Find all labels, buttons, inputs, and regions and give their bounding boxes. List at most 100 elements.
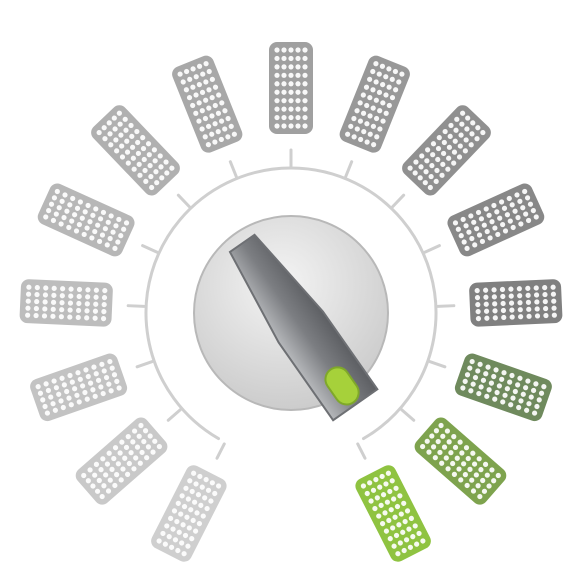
tick-mark	[228, 160, 238, 179]
segment-dot	[87, 380, 94, 386]
segment-dot	[60, 286, 66, 292]
segment-dot	[435, 156, 441, 163]
segment-dot	[206, 68, 212, 75]
segment-dot	[69, 218, 75, 224]
segment-dot	[468, 388, 474, 394]
segment-dot	[492, 308, 498, 314]
segment-dot	[491, 373, 497, 380]
segment-dot	[53, 211, 59, 217]
segment-dot	[394, 503, 401, 510]
segment-dot	[484, 228, 490, 235]
segment-dot	[109, 365, 115, 371]
segment-dot	[118, 132, 124, 138]
segment-dot	[475, 309, 481, 315]
segment-dot	[225, 134, 231, 140]
segment-dot	[494, 209, 500, 215]
segment-body	[339, 55, 410, 153]
segment-dot	[469, 131, 475, 137]
segment-dot	[203, 61, 209, 67]
segment-dot	[50, 299, 57, 305]
segment-dot	[67, 372, 73, 379]
segment-dot	[202, 115, 209, 122]
segment-dot	[112, 482, 118, 489]
segment-dot	[444, 428, 450, 434]
segment-dot	[215, 110, 222, 116]
segment-dot	[77, 376, 83, 382]
segment-dot	[484, 315, 490, 321]
segment-dot	[523, 385, 529, 391]
segment-dot	[170, 526, 176, 532]
segment-dot	[525, 217, 532, 224]
segment-dot	[452, 444, 459, 451]
segment-dot	[496, 383, 502, 389]
dial-ring	[144, 166, 438, 441]
segment-dot	[51, 292, 57, 298]
segment-dot	[157, 153, 163, 159]
segment-dot	[520, 391, 526, 397]
segment-dot	[504, 212, 510, 218]
segment-dot	[106, 381, 112, 387]
tick-mark	[126, 304, 146, 308]
segment-dot	[348, 123, 354, 129]
segment-dot	[124, 471, 131, 477]
segment-dot	[100, 209, 107, 216]
segment-dot	[474, 226, 480, 232]
segment-body	[91, 105, 180, 196]
segment-dot	[446, 155, 452, 161]
segment-dot	[465, 455, 471, 462]
segment-dot	[34, 298, 40, 305]
segment-dot	[281, 98, 287, 104]
segment-dot	[72, 386, 78, 392]
segment-dot	[386, 66, 392, 72]
segment-dot	[192, 499, 198, 505]
segment-dot	[281, 123, 287, 129]
segment-dot	[533, 285, 539, 291]
segment-dot	[196, 520, 203, 527]
segment-dot	[434, 167, 440, 174]
segment-dot	[467, 365, 473, 371]
segment-dot	[190, 66, 196, 72]
segment-dot	[397, 540, 403, 546]
segment-dot	[105, 488, 112, 494]
segment-body	[151, 465, 227, 562]
segment-dot	[380, 492, 387, 498]
segment-dot	[61, 382, 67, 388]
segment-dot	[52, 407, 58, 413]
segment-dot	[64, 388, 70, 395]
segment-dot	[414, 541, 420, 547]
segment-dot	[187, 76, 193, 82]
segment-dot	[288, 89, 294, 95]
segment-dot	[179, 540, 185, 546]
segment-dot	[423, 169, 429, 175]
segment-dot	[116, 216, 122, 223]
knob-pointer-icon[interactable]	[220, 228, 379, 422]
segment-dot	[500, 307, 507, 314]
segment-dot	[302, 55, 308, 62]
segment-dot	[525, 299, 532, 305]
segment-dot	[475, 483, 481, 489]
segment-dot	[185, 543, 191, 549]
segment-dot	[186, 525, 192, 531]
segment-dot	[129, 133, 135, 139]
segment-dot	[121, 226, 127, 232]
segment-dot	[474, 136, 480, 142]
segment-dot	[101, 295, 108, 301]
segment-dot	[345, 131, 351, 137]
segment-dot	[205, 487, 212, 493]
segment-dot	[398, 511, 404, 517]
segment-dot	[196, 63, 203, 69]
segment-dot	[420, 443, 426, 450]
segment-dot	[446, 439, 452, 445]
segment-dot	[302, 98, 308, 104]
segment-dot	[68, 402, 74, 408]
segment-dot	[477, 361, 483, 367]
tick-mark	[176, 193, 191, 209]
segment-dot	[59, 375, 65, 381]
segment-dot	[481, 222, 487, 228]
segment-dot	[180, 522, 186, 528]
segment-dot	[424, 438, 430, 444]
segment-dot	[429, 163, 435, 169]
segment-dot	[499, 221, 506, 228]
